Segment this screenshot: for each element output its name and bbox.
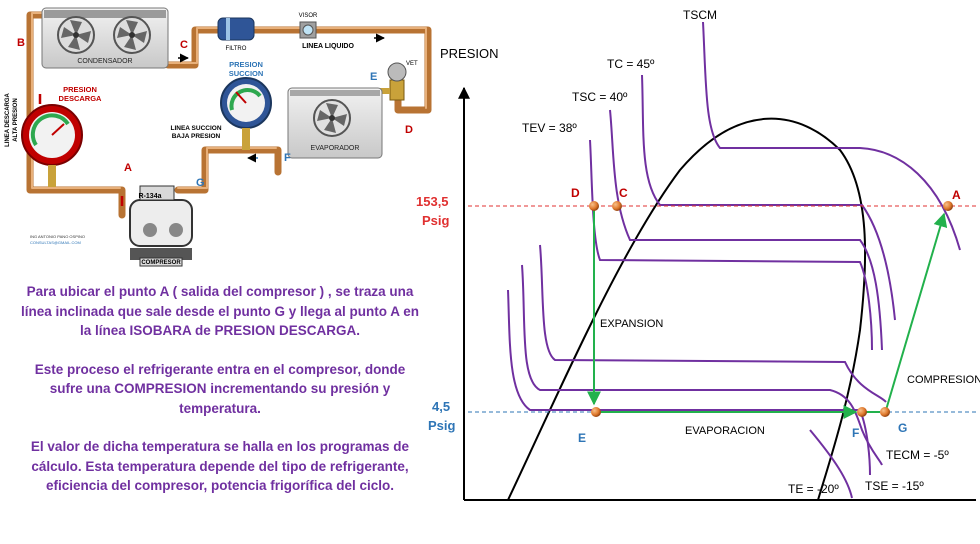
point-d-label: D xyxy=(571,186,580,200)
explanation-paragraph: El valor de dicha temperatura se halla e… xyxy=(30,439,410,493)
pipe-highlight xyxy=(31,12,427,189)
discharge-line-label: LINEA DESCARGA xyxy=(5,92,11,146)
credit-text: ING ANTONIO PANO OSPINO xyxy=(30,234,85,239)
fan-icon xyxy=(313,99,351,137)
label-tscm: TSCM xyxy=(683,8,717,22)
point-g-marker xyxy=(880,407,890,417)
filter-drier: FILTRO xyxy=(217,17,255,52)
sight-glass-label: VISOR xyxy=(299,13,318,19)
install-point-g: G xyxy=(196,177,205,189)
point-a-marker xyxy=(943,201,953,211)
explanation-paragraph: Para ubicar el punto A ( salida del comp… xyxy=(20,284,420,338)
point-c-marker xyxy=(612,201,622,211)
label-tsc: TSC = 40º xyxy=(572,90,628,104)
ph-diagram: PRESION xyxy=(416,8,980,501)
high-pressure-label: ALTA PRESION xyxy=(13,98,19,142)
high-pressure-unit: Psig xyxy=(422,213,450,228)
low-pressure-unit: Psig xyxy=(428,418,456,433)
install-point-c: C xyxy=(180,39,188,51)
installation-schematic: CONDENSADOR FILTRO VISOR LINEA LIQUIDO V… xyxy=(5,7,432,267)
suction-line-label: LINEA SUCCION xyxy=(170,125,221,132)
compressor-label: COMPRESOR xyxy=(141,260,181,266)
suction-pressure-label-2: SUCCION xyxy=(229,69,264,78)
liquid-line-label: LINEA LIQUIDO xyxy=(302,43,354,50)
filter-label: FILTRO xyxy=(226,46,247,52)
y-axis-label: PRESION xyxy=(440,46,499,61)
install-point-a: A xyxy=(124,162,132,174)
install-point-d: D xyxy=(405,124,413,136)
point-f-label: F xyxy=(852,426,859,440)
sight-glass: VISOR xyxy=(299,13,318,39)
condenser-unit: CONDENSADOR xyxy=(41,7,169,69)
label-tev: TEV = 38º xyxy=(522,121,577,135)
isotherm-te xyxy=(809,429,853,499)
discharge-pressure-label-2: DESCARGA xyxy=(59,94,103,103)
process-lines xyxy=(587,206,948,419)
install-point-e: E xyxy=(370,71,377,83)
explanation-paragraph: Este proceso el refrigerante entra en el… xyxy=(34,361,406,416)
compression-line xyxy=(885,212,948,411)
refrigerant-label: R-134a xyxy=(139,193,162,200)
high-pressure-value: 153,5 xyxy=(416,194,449,209)
discharge-gauge-icon xyxy=(21,104,83,187)
fan-icon xyxy=(113,16,151,54)
liquid-line xyxy=(164,26,432,114)
suction-pressure-label: PRESION xyxy=(229,60,263,69)
isotherms xyxy=(507,21,961,499)
point-c-label: C xyxy=(619,186,628,200)
suction-line xyxy=(174,146,282,194)
explanation-text: Para ubicar el punto A ( salida del comp… xyxy=(20,282,420,515)
low-pressure-value: 4,5 xyxy=(432,399,450,414)
label-tecm: TECM = -5º xyxy=(886,448,949,462)
discharge-pressure-label: PRESION xyxy=(63,85,97,94)
condenser-label: CONDENSADOR xyxy=(77,58,132,65)
credit-email: CONSULTAS@GMAIL.COM xyxy=(30,240,81,245)
fan-icon xyxy=(57,16,95,54)
suction-line-label-2: BAJA PRESION xyxy=(172,133,221,140)
expansion-valve: VET xyxy=(376,61,418,101)
label-expansion: EXPANSION xyxy=(600,318,663,330)
suction-gauge-icon xyxy=(220,77,272,150)
label-te: TE = -20º xyxy=(788,482,839,496)
point-d-marker xyxy=(589,201,599,211)
isotherm-tscm xyxy=(702,21,961,251)
point-a-label: A xyxy=(952,188,961,202)
label-evaporation: EVAPORACION xyxy=(685,425,765,437)
point-e-label: E xyxy=(578,431,586,445)
point-e-marker xyxy=(591,407,601,417)
valve-label: VET xyxy=(406,61,418,67)
saturation-dome xyxy=(507,117,867,501)
label-tse: TSE = -15º xyxy=(865,479,924,493)
label-compression: COMPRESION xyxy=(907,374,980,386)
install-point-f: F xyxy=(284,152,291,164)
label-tc: TC = 45º xyxy=(607,57,655,71)
compressor-unit: R-134a COMPRESOR xyxy=(129,185,193,267)
evaporator-label: EVAPORADOR xyxy=(311,145,360,152)
state-points xyxy=(589,201,953,417)
install-point-b: B xyxy=(17,37,25,49)
point-g-label: G xyxy=(898,421,907,435)
evaporator-unit: EVAPORADOR xyxy=(287,87,383,159)
point-f-marker xyxy=(857,407,867,417)
